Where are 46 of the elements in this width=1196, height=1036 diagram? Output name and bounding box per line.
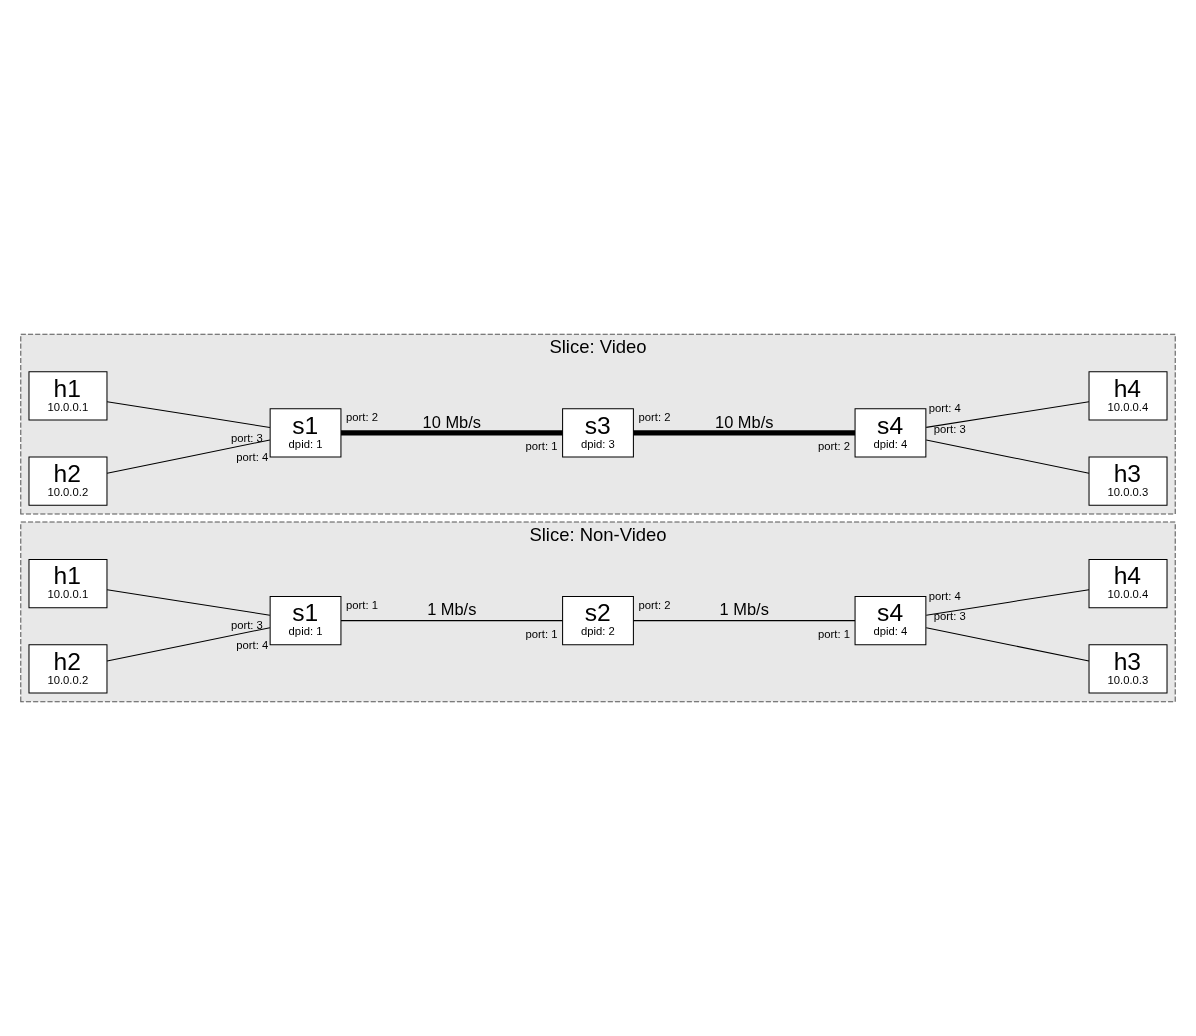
label: port: 3	[933, 422, 966, 435]
connector	[925, 627, 1090, 662]
label: port: 3	[230, 431, 263, 444]
node-box: s4 dpid: 4	[854, 408, 927, 458]
label: port: 1	[525, 440, 558, 453]
node-box: s4 dpid: 4	[854, 596, 927, 646]
label: port: 4	[928, 402, 961, 415]
connector	[106, 439, 271, 474]
connector	[925, 439, 1090, 474]
node-box: h4 10.0.0.4	[1088, 371, 1168, 421]
node-box: h3 10.0.0.3	[1088, 456, 1168, 506]
label: port: 1	[525, 628, 558, 641]
connector	[925, 401, 1090, 428]
label: port: 4	[236, 451, 269, 464]
label: port: 1	[346, 598, 379, 611]
label: port: 1	[818, 628, 850, 641]
connector	[340, 620, 564, 622]
label: port: 4	[236, 639, 269, 652]
connector	[925, 589, 1090, 616]
node-box: s1 dpid: 1	[269, 596, 342, 646]
connector	[341, 430, 563, 436]
edge-label: 10 Mb/s	[422, 412, 481, 431]
node-box: h4 10.0.0.4	[1088, 559, 1168, 609]
node-box: s2 dpid: 2	[562, 596, 634, 646]
connector	[106, 589, 271, 616]
connector	[632, 620, 856, 622]
node-box: h2 10.0.0.2	[28, 644, 108, 694]
node-box: h1 10.0.0.1	[28, 371, 108, 421]
edge-label: 1 Mb/s	[427, 600, 477, 619]
label: port: 2	[818, 440, 850, 453]
label: port: 2	[346, 410, 379, 423]
label: port: 2	[638, 598, 671, 611]
edge-label: 10 Mb/s	[715, 412, 774, 431]
label: port: 3	[933, 610, 966, 623]
label: port: 3	[230, 619, 263, 632]
node-box: s1 dpid: 1	[269, 408, 342, 458]
connector	[633, 430, 856, 436]
node-box: h2 10.0.0.2	[28, 456, 108, 506]
edge-label: 1 Mb/s	[719, 600, 769, 619]
connector	[106, 401, 271, 428]
label: port: 2	[638, 410, 671, 423]
connector	[106, 627, 271, 662]
label: port: 4	[928, 590, 961, 603]
node-box: h1 10.0.0.1	[28, 559, 108, 609]
node-box: h3 10.0.0.3	[1088, 644, 1168, 694]
node-box: s3 dpid: 3	[562, 408, 634, 458]
